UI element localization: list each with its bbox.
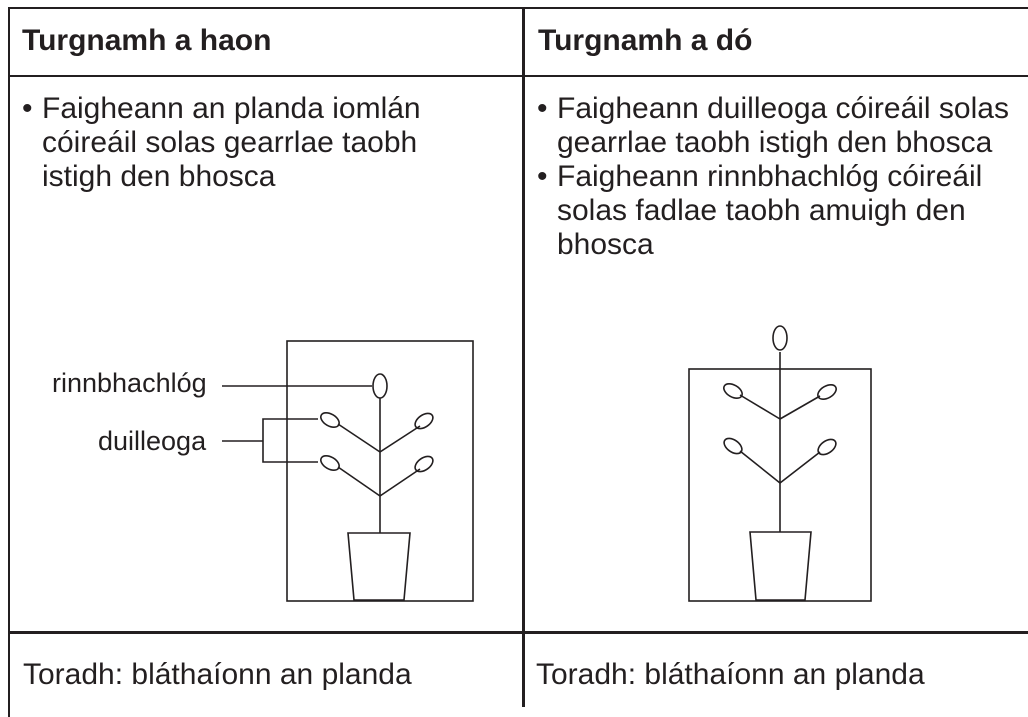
leaf — [817, 383, 837, 401]
column-header-experiment-one: Turgnamh a haon — [22, 24, 272, 57]
branch — [379, 425, 421, 453]
experiment-one-result: Toradh: bláthaíonn an planda — [23, 658, 412, 691]
experiment-two-condition-leaves: Faigheann duilleoga cóireáil solas gearr… — [535, 92, 1020, 160]
apical-bud — [372, 373, 388, 399]
light-box — [286, 340, 474, 602]
leaves-bracket — [262, 418, 318, 463]
experiment-two-condition-bud: Faigheann rinnbhachlóg cóireáil solas fa… — [535, 160, 1020, 262]
branch — [379, 468, 421, 497]
leaf — [723, 382, 743, 400]
apical-bud — [772, 325, 788, 351]
leaf — [414, 455, 434, 473]
branch — [739, 450, 781, 484]
leaf — [723, 437, 743, 455]
leaves-label: duilleoga — [98, 426, 207, 456]
experiment-table — [8, 7, 1028, 717]
bud-label: rinnbhachlóg — [52, 368, 207, 398]
experiment-one-conditions: Faigheann an planda iomlán cóireáil sola… — [20, 92, 490, 194]
experiment-one-condition: Faigheann an planda iomlán cóireáil sola… — [20, 92, 490, 194]
plant-pot — [347, 532, 411, 601]
leaf — [320, 411, 340, 429]
branch — [779, 451, 821, 484]
branch — [779, 395, 821, 420]
experiment-two-result: Toradh: bláthaíonn an planda — [536, 658, 925, 691]
branch — [739, 394, 781, 420]
column-header-experiment-two: Turgnamh a dó — [538, 24, 753, 57]
header-divider — [8, 75, 1028, 77]
result-divider — [8, 631, 1028, 634]
leaf — [817, 438, 837, 456]
leaf — [414, 412, 434, 430]
leaf — [320, 454, 340, 472]
branch — [337, 466, 381, 497]
experiment-two-conditions: Faigheann duilleoga cóireáil solas gearr… — [535, 92, 1020, 262]
branch — [337, 423, 381, 453]
column-divider — [522, 7, 525, 707]
plant-pot — [749, 531, 812, 601]
